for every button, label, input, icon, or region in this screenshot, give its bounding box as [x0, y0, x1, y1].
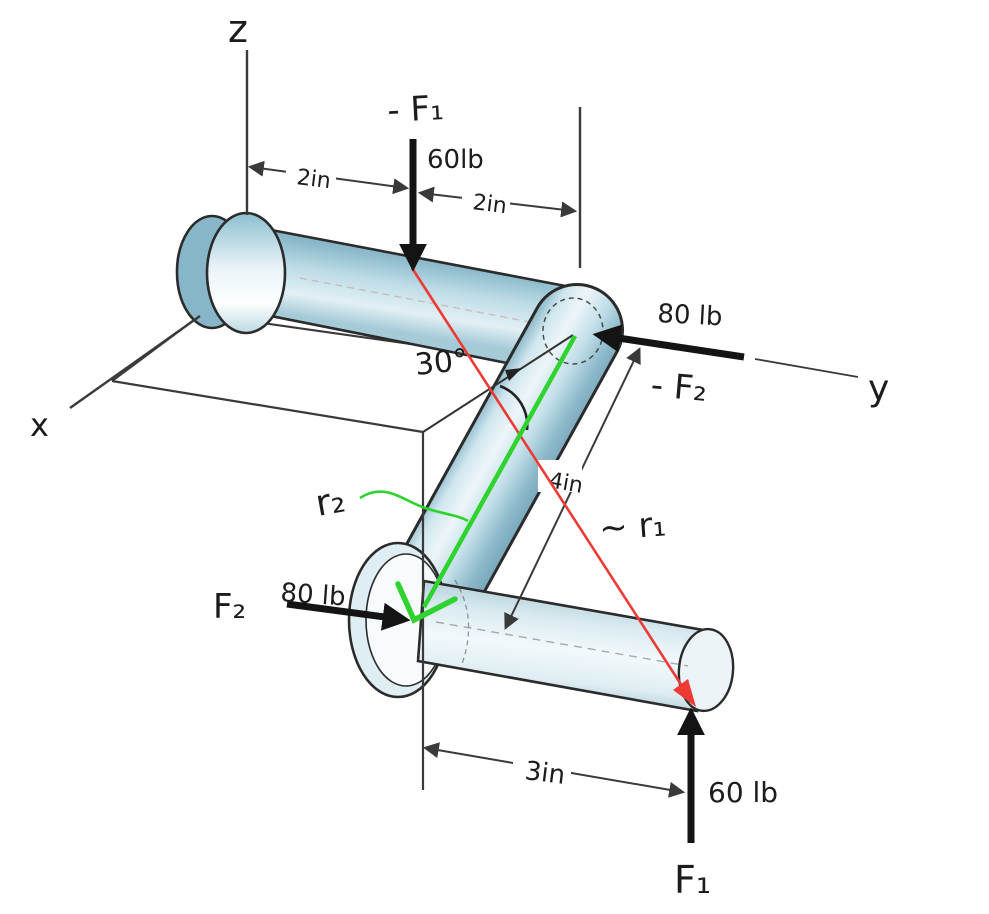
- plane-edge-front: [111, 379, 424, 434]
- force-f2-label: F₂: [213, 587, 246, 627]
- dim-label-bg: [286, 160, 336, 188]
- force-f1-label: F₁: [674, 858, 711, 902]
- coordinate-axes: z x y: [30, 7, 889, 444]
- z-axis-label: z: [228, 7, 248, 51]
- dim-label-bg: [513, 750, 571, 782]
- y-axis-line: [754, 358, 859, 378]
- force-f2-magnitude: 80 lb: [280, 578, 347, 612]
- force-f1-magnitude: 60 lb: [708, 776, 778, 809]
- r1-label: ~ r₁: [598, 504, 668, 549]
- top-shaft-centerline: [299, 277, 557, 328]
- force-labels: - F₁ 60lb 80 lb - F₂ F₂ 80 lb 60 lb F₁: [213, 88, 778, 902]
- x-axis-line: [69, 315, 201, 409]
- r2-leader-squiggle: [359, 490, 469, 523]
- force-neg-f2-label: - F₂: [649, 365, 709, 410]
- y-axis-label: y: [868, 368, 889, 409]
- position-vector-r2: r₂: [312, 334, 577, 624]
- dimension-labels: 2in 2in 3in 4in: [286, 160, 585, 791]
- r2-vector-line: [422, 334, 577, 609]
- dim-label-bottom: 3in: [523, 756, 567, 791]
- force-neg-f2-magnitude: 80 lb: [657, 299, 724, 332]
- bottom-shaft-centerline: [435, 621, 689, 667]
- r2-arrowhead: [395, 581, 458, 624]
- angle-label: 30°: [413, 343, 470, 383]
- bottom-shaft: [416, 579, 705, 713]
- r2-label: r₂: [312, 479, 348, 524]
- dim-label-top-left: 2in: [295, 165, 332, 194]
- force-arrows: [286, 139, 745, 843]
- force-neg-f2-arrow: [592, 324, 745, 361]
- dim-label-top-right: 2in: [471, 190, 508, 219]
- force-f2-arrow: [286, 600, 411, 631]
- x-axis-label: x: [30, 406, 49, 444]
- dim-label-bg: [462, 186, 510, 212]
- r1-vector-line: [410, 267, 684, 687]
- r1-arrowhead: [673, 679, 696, 707]
- dim-label-arm: 4in: [547, 468, 585, 499]
- position-vector-r1: ~ r₁: [410, 267, 696, 707]
- force-neg-f1-label: - F₁: [386, 88, 444, 131]
- force-neg-f1-magnitude: 60lb: [427, 145, 484, 175]
- flange-front-disc: [205, 211, 287, 335]
